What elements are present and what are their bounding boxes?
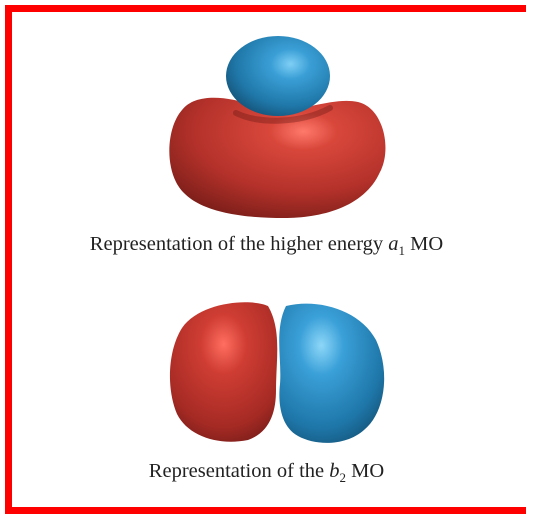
b2-negative-lobe	[279, 303, 385, 443]
a1-positive-lobe	[169, 97, 386, 218]
b2-caption-text: Representation of the	[148, 460, 330, 482]
a1-orbital	[169, 36, 386, 218]
a1-negative-lobe	[226, 36, 330, 116]
a1-lobe-shadow	[233, 105, 333, 124]
b2-caption-subscript: 2	[339, 470, 347, 485]
b2-caption-variable: b	[329, 460, 340, 482]
b2-orbital	[169, 302, 385, 443]
a1-caption-suffix: MO	[405, 233, 444, 255]
b2-caption: Representation of the b2 MO	[0, 460, 533, 485]
b2-positive-lobe	[169, 302, 278, 442]
a1-caption: Representation of the higher energy a1 M…	[0, 233, 533, 258]
b2-caption-suffix: MO	[346, 460, 385, 482]
a1-caption-variable: a	[388, 233, 399, 255]
a1-caption-subscript: 1	[398, 243, 406, 258]
a1-caption-text: Representation of the higher energy	[89, 233, 389, 255]
